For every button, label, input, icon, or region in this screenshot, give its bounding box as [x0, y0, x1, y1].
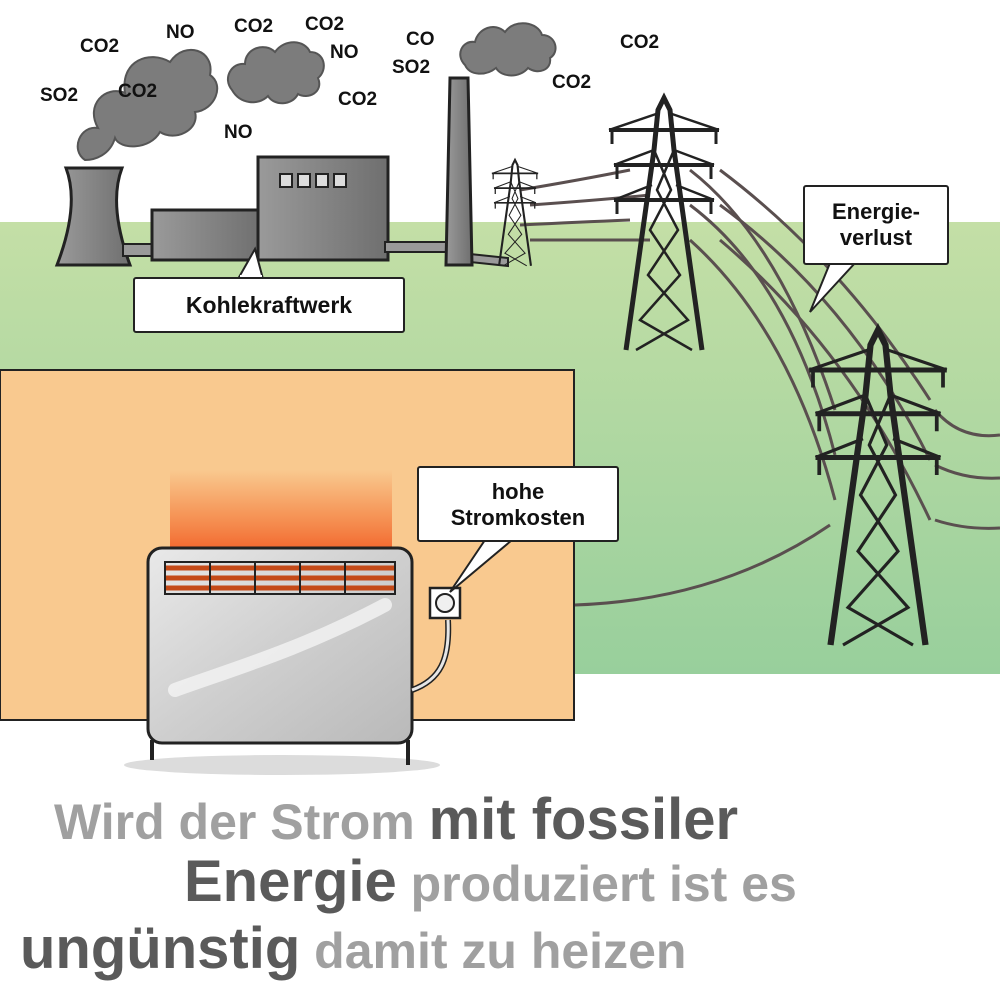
emission-label: CO2: [338, 89, 377, 110]
power-plant-label-text: Kohlekraftwerk: [185, 292, 353, 318]
emission-label: CO2: [118, 81, 157, 102]
emission-label: CO2: [305, 14, 344, 35]
caption-line: ungünstig damit zu heizen: [20, 915, 686, 982]
emission-label: CO2: [552, 72, 591, 93]
electricity-cost-label: hohe Stromkosten: [417, 466, 619, 542]
caption-part: Energie: [184, 849, 397, 914]
cooling-tower-icon: [54, 166, 133, 267]
emission-label: SO2: [40, 85, 78, 106]
emission-label: CO2: [620, 32, 659, 53]
emissions-labels: SO2 CO2 CO2 NO CO2 CO2 NO CO2 NO CO SO2 …: [40, 14, 659, 143]
emission-label: SO2: [392, 57, 430, 78]
heat-glow: [170, 470, 392, 560]
power-plant-label: Kohlekraftwerk: [133, 277, 405, 333]
caption-part: mit: [428, 787, 532, 852]
emission-label: CO: [406, 29, 435, 50]
emission-label: NO: [224, 122, 253, 143]
power-socket-icon: [428, 586, 462, 620]
smoke-cloud-icon: [76, 22, 557, 162]
emission-label: NO: [330, 42, 359, 63]
energy-loss-label-line2: verlust: [839, 225, 913, 250]
caption-line: Wird der Strom mit fossiler: [54, 786, 738, 853]
caption-part: ungünstig: [20, 916, 301, 981]
caption: Wird der Strom mit fossiler Energie prod…: [0, 782, 1000, 992]
emission-label: CO2: [80, 36, 119, 57]
chimney-icon: [444, 76, 474, 267]
electricity-cost-label-line1: hohe: [491, 479, 545, 504]
energy-loss-label-line1: Energie-: [831, 199, 921, 224]
radiator-icon: [124, 546, 452, 775]
caption-line: Energie produziert ist es: [184, 848, 797, 915]
caption-part: fossiler: [531, 787, 739, 852]
energy-loss-label: Energie- verlust: [803, 185, 949, 265]
caption-part: damit zu heizen: [300, 923, 687, 979]
emission-label: NO: [166, 22, 195, 43]
caption-part: Wird der Strom: [54, 794, 429, 850]
electricity-cost-label-line2: Stromkosten: [450, 505, 586, 530]
caption-part: produziert ist es: [396, 856, 797, 912]
emission-label: CO2: [234, 16, 273, 37]
